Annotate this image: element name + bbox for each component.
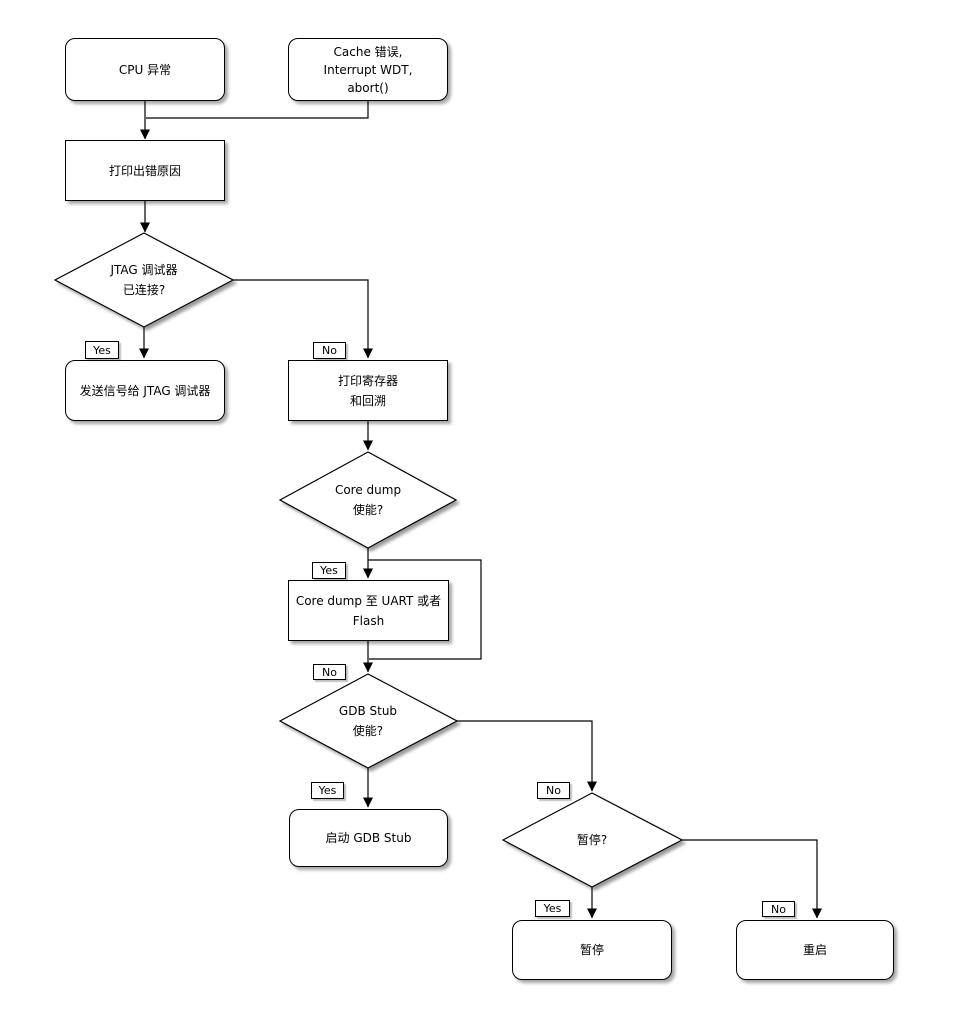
- diamond-halt-question: [501, 792, 684, 888]
- edge-halt-no: [682, 839, 822, 919]
- node-print-cause: 打印出错原因: [65, 140, 225, 201]
- node-halt: 暂停: [512, 920, 672, 980]
- diamond-coredump-enabled: [278, 451, 458, 549]
- edge-cache-to-merge: [146, 101, 369, 119]
- node-reboot-label: 重启: [802, 943, 827, 957]
- node-coredump-uart-label: Core dump 至 UART 或者 Flash: [295, 593, 442, 628]
- branch-label-coredump-yes: Yes: [312, 562, 346, 579]
- node-print-registers-label: 打印寄存器 和回溯: [337, 373, 398, 408]
- edge-gdbstub-no: [457, 720, 597, 792]
- node-cpu-exception-label: CPU 异常: [118, 62, 172, 77]
- branch-label-coredump-no: No: [313, 664, 346, 680]
- branch-label-gdbstub-no: No: [537, 782, 570, 799]
- node-send-signal: 发送信号给 JTAG 调试器: [65, 360, 225, 421]
- diamond-gdbstub-enabled: [278, 673, 459, 769]
- edge-coredump-no-bypass: [368, 559, 482, 660]
- node-send-signal-label: 发送信号给 JTAG 调试器: [79, 383, 211, 398]
- node-start-gdbstub: 启动 GDB Stub: [289, 809, 448, 867]
- branch-label-jtag-no: No: [313, 342, 346, 359]
- branch-label-gdbstub-yes: Yes: [311, 782, 344, 799]
- diamond-jtag-connected: [53, 232, 235, 328]
- edge-jtag-no: [233, 279, 373, 359]
- branch-label-jtag-yes: Yes: [85, 341, 119, 359]
- node-reboot: 重启: [736, 920, 894, 980]
- branch-label-halt-yes: Yes: [535, 900, 570, 917]
- node-print-cause-label: 打印出错原因: [108, 163, 181, 178]
- node-cache-error: Cache 错误, Interrupt WDT, abort(): [288, 38, 448, 101]
- node-cache-error-label: Cache 错误, Interrupt WDT, abort(): [323, 44, 413, 95]
- node-halt-label: 暂停: [579, 943, 604, 957]
- node-cpu-exception: CPU 异常: [65, 38, 225, 101]
- node-coredump-uart: Core dump 至 UART 或者 Flash: [288, 580, 449, 641]
- node-start-gdbstub-label: 启动 GDB Stub: [325, 831, 412, 845]
- branch-label-halt-no: No: [762, 901, 795, 917]
- node-print-registers: 打印寄存器 和回溯: [288, 360, 448, 421]
